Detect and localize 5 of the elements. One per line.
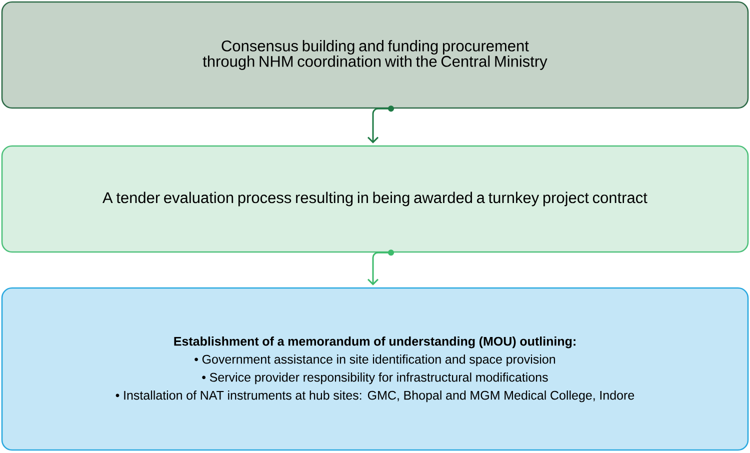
arrow [367,252,379,286]
process-box: Consensus building and funding procurement through NHM coordination with the Central Ministry [1,1,749,109]
process-box: Establishment of a memorandum of understanding (MOU) outlining: • Government assistance in site identification and space provision • Service provider responsibility for infrastructural modifications • Installation of NAT instruments at hub sites: GMC, Bhopal and MGM Medical College, Indore [1,287,749,451]
process-box: A tender evaluation process resulting in being awarded a turnkey project contract [1,145,749,253]
arrow [367,108,379,144]
